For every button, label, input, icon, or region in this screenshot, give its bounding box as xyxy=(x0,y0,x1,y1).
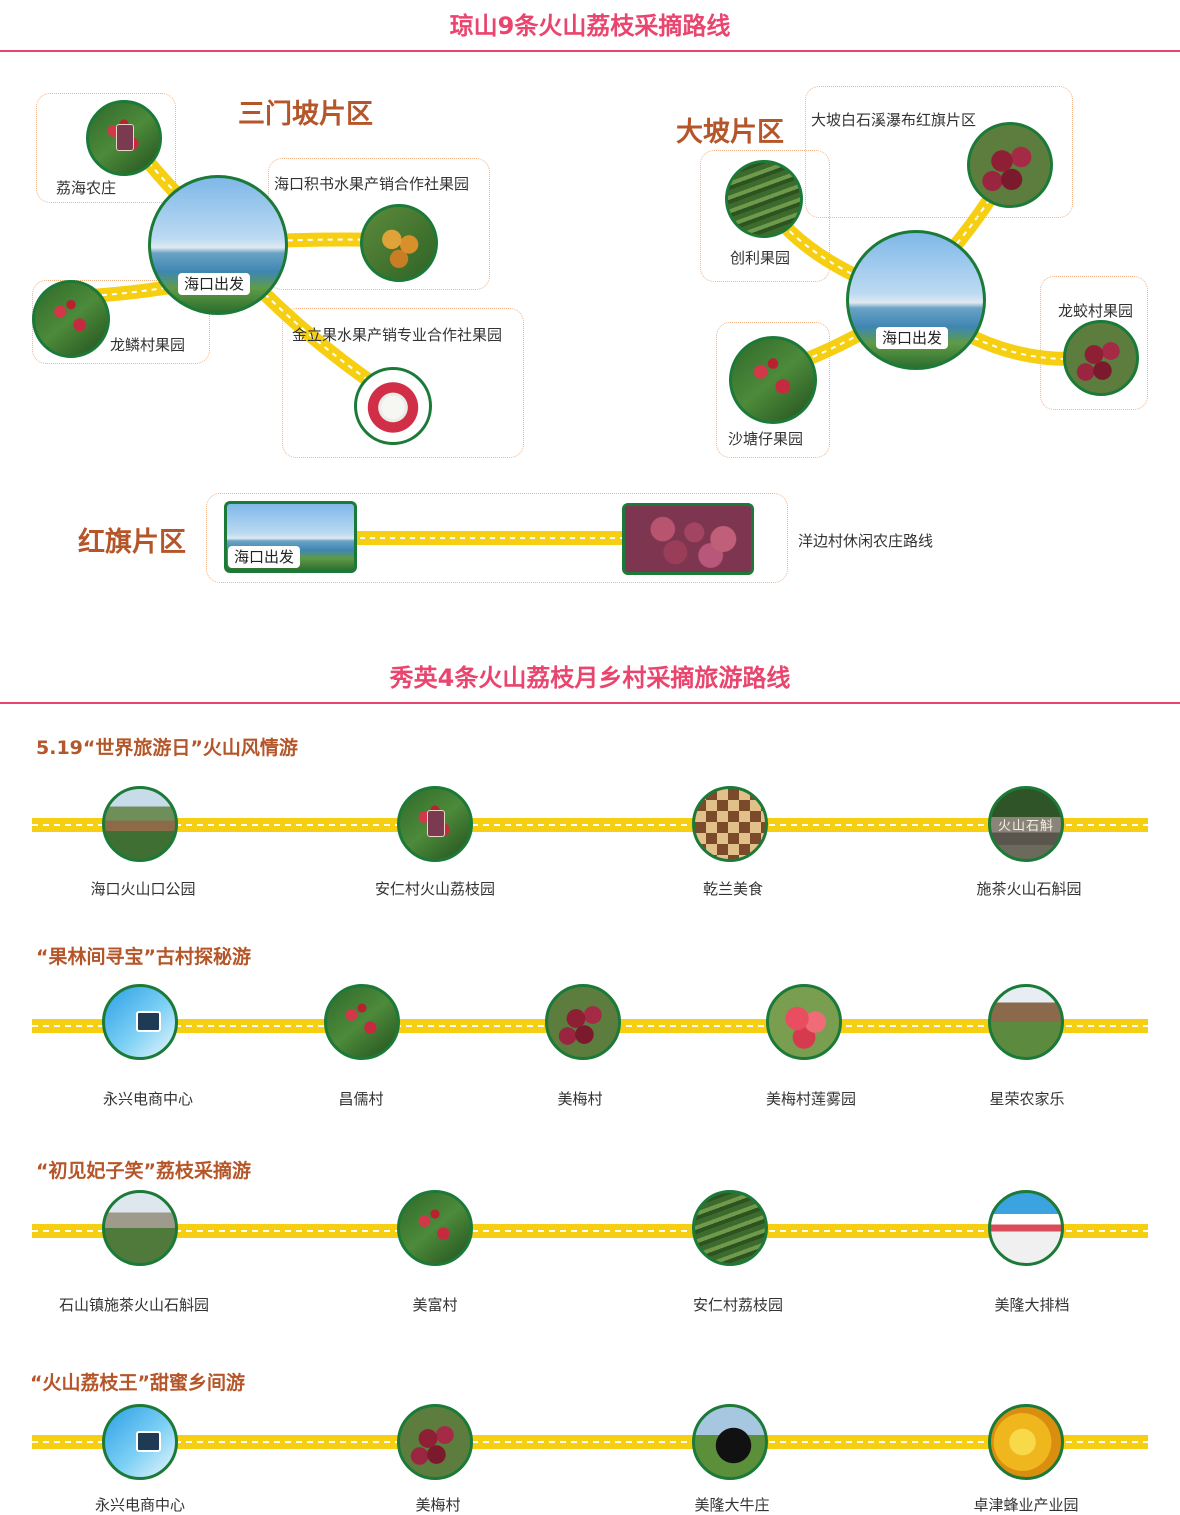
spot-image-baishi xyxy=(967,122,1053,208)
route-title-4: “火山荔枝王”甜蜜乡间游 xyxy=(30,1372,245,1394)
spot-box-jinli xyxy=(282,308,524,458)
start-label-hongqi: 海口出发 xyxy=(228,546,301,568)
route-road-4 xyxy=(32,1435,1148,1449)
route1-stop-label-3: 乾兰美食 xyxy=(702,880,764,898)
route3-stop-label-1: 石山镇施茶火山石斛园 xyxy=(58,1296,210,1314)
section1-title: 琼山9条火山荔枝采摘路线 xyxy=(449,12,731,40)
zone-title-hongqi: 红旗片区 xyxy=(78,527,186,558)
route2-stop-label-1: 永兴电商中心 xyxy=(102,1090,194,1108)
spot-image-lihai xyxy=(86,100,162,176)
route-title-3: “初见妃子笑”荔枝采摘游 xyxy=(36,1160,251,1182)
route3-stop-label-3: 安仁村荔枝园 xyxy=(692,1296,784,1314)
section1-divider xyxy=(0,50,1180,52)
spot-label-longlin: 龙鳞村果园 xyxy=(110,336,186,354)
route4-stop-image-1 xyxy=(102,1404,178,1480)
route3-stop-image-3 xyxy=(692,1190,768,1266)
spot-box-longjiao xyxy=(1040,276,1148,410)
spot-label-chuangli: 创利果园 xyxy=(730,249,791,267)
route1-stop-label-2: 安仁村火山荔枝园 xyxy=(374,880,496,898)
route3-stop-label-4: 美隆大排档 xyxy=(994,1296,1070,1314)
spot-label-baishi: 大坡白石溪瀑布红旗片区 xyxy=(811,111,977,129)
route4-stop-image-3 xyxy=(692,1404,768,1480)
start-label-dapo: 海口出发 xyxy=(876,327,949,349)
spot-box-chuangli xyxy=(700,150,830,282)
route4-stop-image-4 xyxy=(988,1404,1064,1480)
spot-box-lihai xyxy=(36,93,176,203)
route3-stop-label-2: 美富村 xyxy=(412,1296,458,1314)
spot-label-jinli: 金立果水果产销专业合作社果园 xyxy=(292,326,503,344)
spot-image-longjiao xyxy=(1063,320,1139,396)
route-title-1: 5.19“世界旅游日”火山风情游 xyxy=(36,737,298,759)
start-image-dapo xyxy=(846,230,986,370)
route2-stop-image-5 xyxy=(988,984,1064,1060)
route1-stop-image-1 xyxy=(102,786,178,862)
spot-image-jinli xyxy=(354,367,432,445)
spot-image-yangbian xyxy=(622,503,754,575)
route-road-1 xyxy=(32,818,1148,832)
route-title-2: “果林间寻宝”古村探秘游 xyxy=(36,946,251,968)
route2-stop-label-2: 昌儒村 xyxy=(338,1090,384,1108)
route-box-hongqi xyxy=(206,493,788,583)
spot-box-shatang xyxy=(716,322,830,458)
section2-divider xyxy=(0,702,1180,704)
zone-title-sanmenpo: 三门坡片区 xyxy=(238,99,373,130)
route2-stop-image-3 xyxy=(545,984,621,1060)
route4-stop-label-2: 美梅村 xyxy=(415,1496,461,1514)
route1-stop-label-1: 海口火山口公园 xyxy=(90,880,196,898)
route1-stop-label-4: 施茶火山石斛园 xyxy=(976,880,1082,898)
spot-label-shatang: 沙塘仔果园 xyxy=(728,430,804,448)
spot-label-yangbian: 洋边村休闲农庄路线 xyxy=(798,532,934,550)
spot-label-longjiao: 龙蛟村果园 xyxy=(1058,302,1134,320)
route1-stop-image-3 xyxy=(692,786,768,862)
spot-box-baishi xyxy=(805,86,1073,218)
route1-stop-image-4: 火山石斛 xyxy=(988,786,1064,862)
route3-stop-image-4 xyxy=(988,1190,1064,1266)
zone-title-dapo: 大坡片区 xyxy=(676,117,784,148)
route4-stop-image-2 xyxy=(397,1404,473,1480)
route2-stop-label-4: 美梅村莲雾园 xyxy=(765,1090,857,1108)
route2-stop-label-5: 星荣农家乐 xyxy=(989,1090,1065,1108)
route-road-3 xyxy=(32,1224,1148,1238)
rock-sign-text: 火山石斛 xyxy=(997,819,1054,834)
route4-stop-label-1: 永兴电商中心 xyxy=(94,1496,186,1514)
route4-stop-label-3: 美隆大牛庄 xyxy=(694,1496,770,1514)
spot-image-jishu xyxy=(360,204,438,282)
spot-image-shatang xyxy=(729,336,817,424)
route2-stop-image-4 xyxy=(766,984,842,1060)
spot-label-lihai: 荔海农庄 xyxy=(56,179,117,197)
section2-title: 秀英4条火山荔枝月乡村采摘旅游路线 xyxy=(389,664,791,692)
route2-stop-image-1 xyxy=(102,984,178,1060)
spot-label-jishu: 海口积书水果产销合作社果园 xyxy=(274,175,470,193)
start-label-sanmenpo: 海口出发 xyxy=(178,273,251,295)
route2-stop-label-3: 美梅村 xyxy=(557,1090,603,1108)
spot-image-chuangli xyxy=(725,160,803,238)
route4-stop-label-4: 卓津蜂业产业园 xyxy=(973,1496,1079,1514)
route3-stop-image-2 xyxy=(397,1190,473,1266)
route3-stop-image-1 xyxy=(102,1190,178,1266)
spot-image-longlin xyxy=(32,280,110,358)
route2-stop-image-2 xyxy=(324,984,400,1060)
route1-stop-image-2 xyxy=(397,786,473,862)
